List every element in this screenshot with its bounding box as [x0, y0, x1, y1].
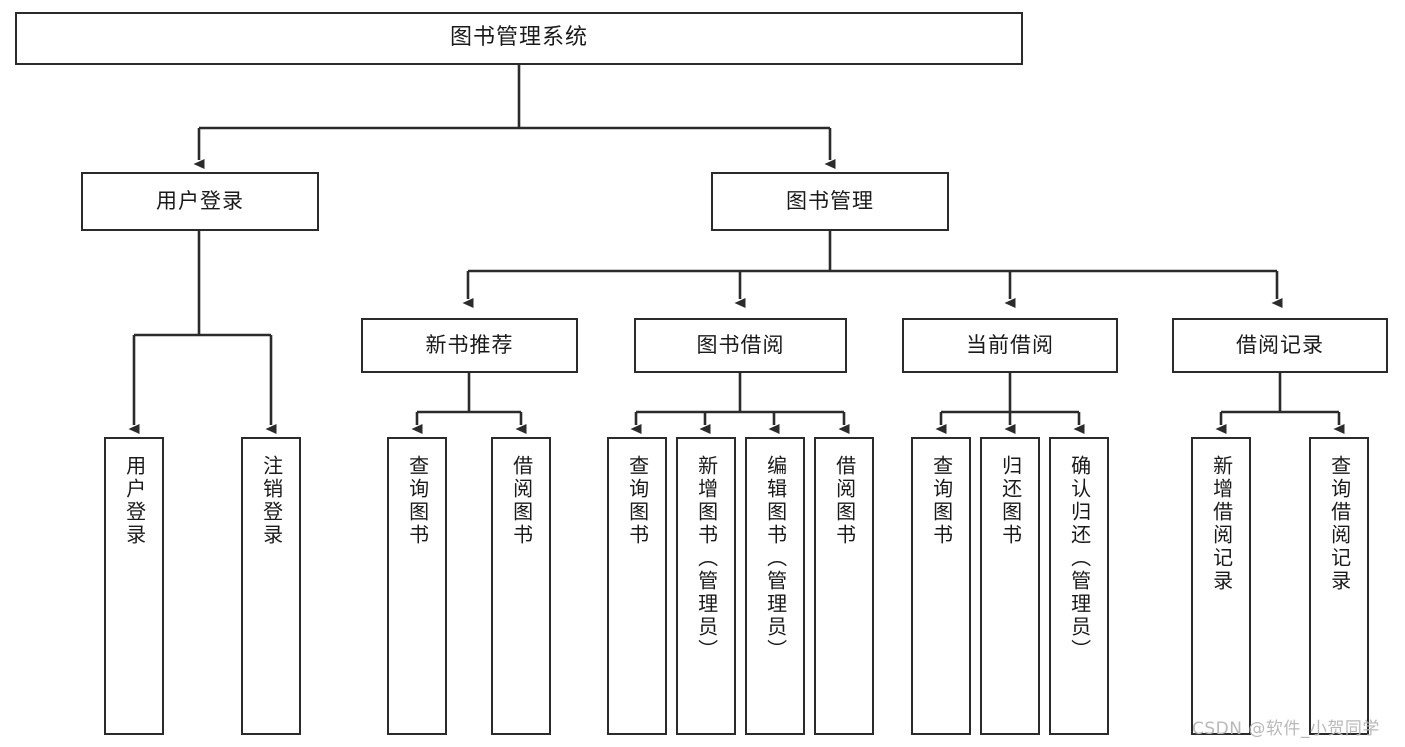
node-leaf-cb-return-book[interactable]: 归还图书 — [980, 437, 1040, 735]
node-borrow-record[interactable]: 借阅记录 — [1172, 318, 1388, 373]
node-leaf-cb-query-book-label: 查询图书 — [929, 455, 954, 547]
node-leaf-cb-query-book[interactable]: 查询图书 — [911, 437, 971, 735]
node-root-label: 图书管理系统 — [449, 25, 588, 51]
node-book-manage[interactable]: 图书管理 — [711, 172, 949, 231]
node-leaf-cb-return-book-label: 归还图书 — [998, 455, 1023, 547]
node-current-borrow-label: 当前借阅 — [966, 332, 1054, 357]
node-leaf-bb-edit-book-label: 编辑图书（管理员） — [763, 455, 788, 662]
node-leaf-bb-borrow-book-label: 借阅图书 — [832, 455, 857, 547]
node-user-login[interactable]: 用户登录 — [81, 172, 319, 231]
node-book-manage-label: 图书管理 — [786, 188, 874, 213]
node-leaf-cb-confirm-return[interactable]: 确认归还（管理员） — [1049, 437, 1109, 735]
watermark-text: CSDN @软件_小贺同学 — [1192, 719, 1380, 739]
node-leaf-bb-add-book[interactable]: 新增图书（管理员） — [676, 437, 736, 735]
node-borrow-record-label: 借阅记录 — [1236, 332, 1324, 357]
node-leaf-cb-confirm-return-label: 确认归还（管理员） — [1067, 455, 1092, 662]
node-leaf-bb-add-book-label: 新增图书（管理员） — [694, 455, 719, 662]
node-leaf-logout-label: 注销登录 — [259, 455, 284, 547]
node-book-borrow-label: 图书借阅 — [696, 332, 785, 357]
node-leaf-br-query-record-label: 查询借阅记录 — [1327, 455, 1352, 593]
node-leaf-nbr-query-book-label: 查询图书 — [405, 455, 430, 547]
node-root[interactable]: 图书管理系统 — [15, 12, 1023, 65]
node-book-borrow[interactable]: 图书借阅 — [634, 318, 847, 373]
node-leaf-br-query-record[interactable]: 查询借阅记录 — [1309, 437, 1369, 735]
node-leaf-nbr-borrow-book[interactable]: 借阅图书 — [491, 437, 551, 735]
node-leaf-nbr-borrow-book-label: 借阅图书 — [509, 455, 534, 547]
node-leaf-user-login[interactable]: 用户登录 — [104, 437, 164, 735]
node-leaf-user-login-label: 用户登录 — [122, 455, 147, 547]
node-new-book-recommend-label: 新书推荐 — [425, 332, 514, 357]
node-leaf-nbr-query-book[interactable]: 查询图书 — [387, 437, 447, 735]
node-leaf-bb-edit-book[interactable]: 编辑图书（管理员） — [745, 437, 805, 735]
node-leaf-bb-borrow-book[interactable]: 借阅图书 — [814, 437, 874, 735]
node-user-login-label: 用户登录 — [156, 188, 244, 213]
node-leaf-logout[interactable]: 注销登录 — [241, 437, 301, 735]
node-leaf-bb-query-book[interactable]: 查询图书 — [607, 437, 667, 735]
node-leaf-bb-query-book-label: 查询图书 — [625, 455, 650, 547]
node-new-book-recommend[interactable]: 新书推荐 — [361, 318, 578, 373]
watermark: CSDN @软件_小贺同学 — [1192, 714, 1380, 739]
node-leaf-br-add-record-label: 新增借阅记录 — [1209, 455, 1234, 593]
node-current-borrow[interactable]: 当前借阅 — [902, 318, 1118, 373]
node-leaf-br-add-record[interactable]: 新增借阅记录 — [1191, 437, 1251, 735]
